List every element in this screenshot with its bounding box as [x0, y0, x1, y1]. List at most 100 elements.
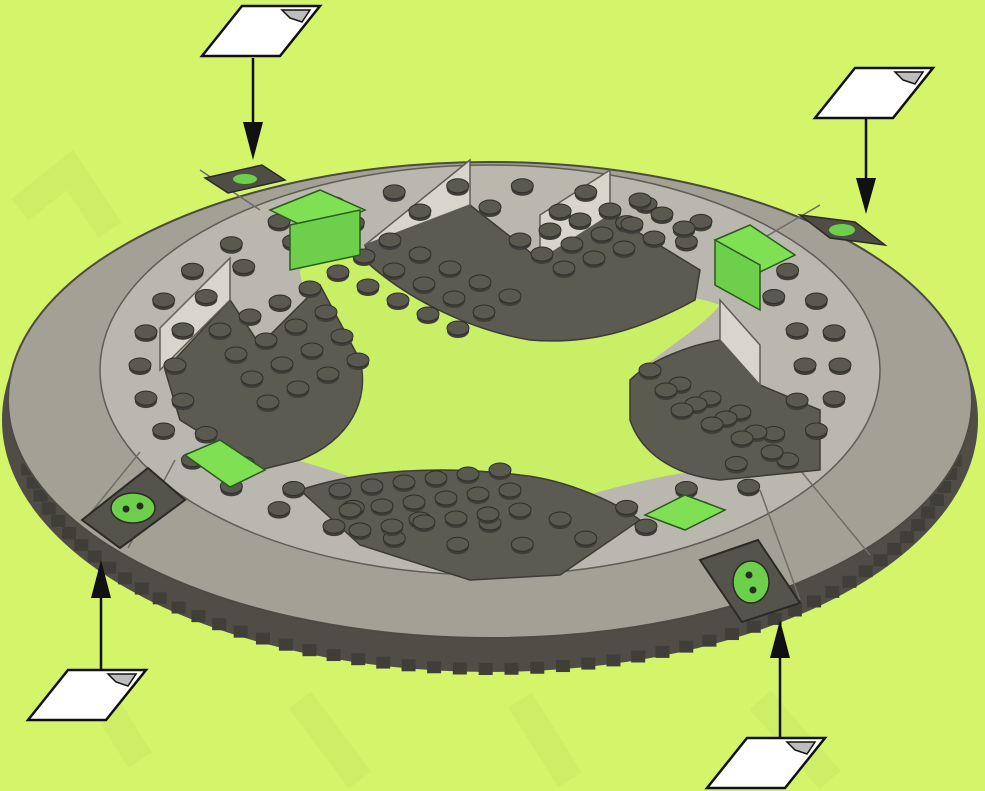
stud: [549, 512, 571, 529]
stud: [172, 323, 194, 340]
stud: [509, 233, 531, 250]
stud: [271, 357, 293, 374]
stud: [575, 531, 597, 548]
stud: [383, 185, 405, 202]
ring-tooth: [427, 661, 441, 673]
stud: [763, 289, 785, 306]
stud: [445, 511, 467, 528]
stud: [257, 395, 279, 412]
stud: [671, 403, 693, 420]
ring-tooth: [679, 641, 693, 653]
stud: [725, 457, 747, 474]
stud: [439, 261, 461, 278]
stud: [509, 503, 531, 520]
stud: [511, 537, 533, 554]
ring-tooth: [859, 565, 873, 577]
stud: [805, 293, 827, 310]
stud: [499, 289, 521, 306]
stud: [417, 307, 439, 324]
stud: [285, 319, 307, 336]
stud: [701, 417, 723, 434]
stud: [425, 471, 447, 488]
stud: [457, 467, 479, 484]
stud: [195, 289, 217, 306]
stud: [269, 295, 291, 312]
ring-tooth: [900, 531, 914, 543]
ring-tooth: [725, 628, 739, 640]
sticker-sheet-icon: [28, 670, 146, 720]
ring-tooth: [911, 519, 925, 531]
stud: [331, 329, 353, 346]
stud: [403, 495, 425, 512]
stud: [409, 247, 431, 264]
ring-tooth: [51, 515, 65, 527]
stud: [129, 358, 151, 375]
stud: [829, 358, 851, 375]
stud: [643, 231, 665, 248]
stud: [786, 323, 808, 340]
stud: [823, 325, 845, 342]
ring-tooth: [556, 660, 570, 672]
ring-tooth: [655, 646, 669, 658]
ring-tooth: [453, 662, 467, 674]
stud: [805, 423, 827, 440]
stud: [629, 193, 651, 210]
ring-tooth: [74, 539, 88, 551]
stud: [761, 445, 783, 462]
stud: [467, 487, 489, 504]
stud: [413, 277, 435, 294]
ring-tooth: [279, 639, 293, 651]
stud: [531, 247, 553, 264]
stud: [195, 427, 217, 444]
stud: [777, 263, 799, 280]
stud: [435, 491, 457, 508]
stud: [447, 537, 469, 554]
ring-tooth: [479, 663, 493, 675]
ring-tooth: [631, 651, 645, 663]
stud: [447, 179, 469, 196]
stud: [591, 227, 613, 244]
stud: [239, 309, 261, 326]
ring-tooth: [234, 626, 248, 638]
ring-tooth: [402, 659, 416, 671]
stud: [299, 281, 321, 298]
ring-tooth: [921, 507, 935, 519]
stud: [409, 204, 431, 221]
stud: [241, 371, 263, 388]
ring-tooth: [191, 610, 205, 622]
stud: [599, 203, 621, 220]
ring-tooth: [135, 583, 149, 595]
ring-tooth: [376, 657, 390, 669]
stud: [357, 279, 379, 296]
stud: [635, 519, 657, 536]
stud: [172, 393, 194, 410]
stud: [613, 241, 635, 258]
stud: [561, 237, 583, 254]
stud: [673, 221, 695, 238]
stud: [371, 499, 393, 516]
ring-tooth: [351, 653, 365, 665]
stud: [731, 431, 753, 448]
stud: [379, 233, 401, 250]
stud: [499, 483, 521, 500]
ring-tooth: [42, 502, 56, 514]
stud: [153, 293, 175, 310]
stud: [447, 321, 469, 338]
ring-tooth: [256, 633, 270, 645]
stud: [317, 367, 339, 384]
stud: [473, 305, 495, 322]
stud: [164, 358, 186, 375]
stud: [549, 204, 571, 221]
ring-tooth: [842, 576, 856, 588]
stud: [651, 207, 673, 224]
stud: [583, 251, 605, 268]
ring-tooth: [327, 649, 341, 661]
stud: [327, 265, 349, 282]
sticker-sheet-icon: [202, 6, 320, 56]
ring-tooth: [62, 527, 76, 539]
ring-tooth: [874, 554, 888, 566]
stud: [738, 479, 760, 496]
ring-tooth: [118, 572, 132, 584]
stud: [469, 275, 491, 292]
